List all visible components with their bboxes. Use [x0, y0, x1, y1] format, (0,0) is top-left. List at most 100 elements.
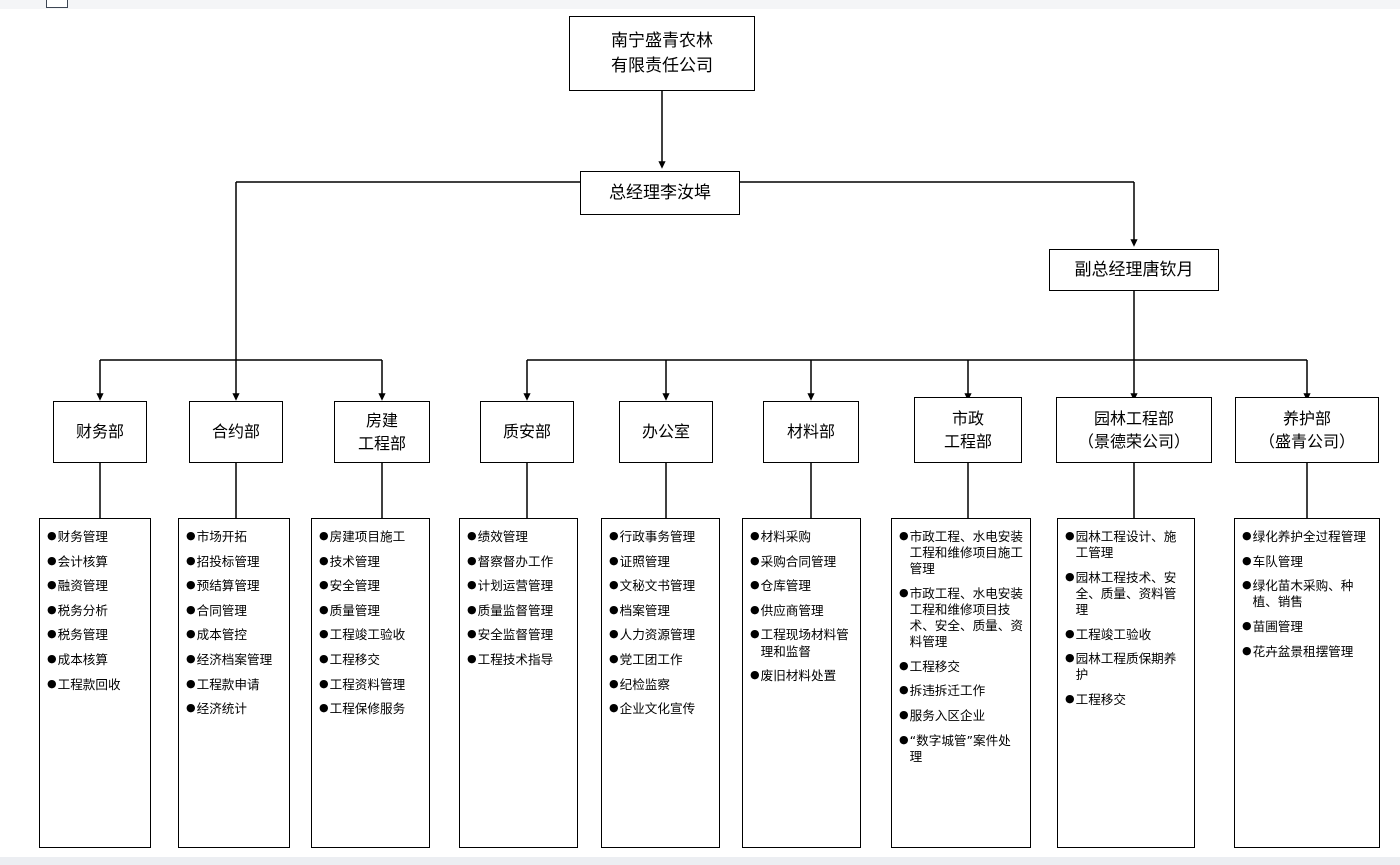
- bullet-icon: ●: [750, 529, 760, 542]
- duty-text: 苗圃管理: [1252, 618, 1303, 634]
- bullet-icon: ●: [1242, 578, 1252, 592]
- bullet-icon: ●: [319, 676, 329, 690]
- bullet-icon: ●: [186, 529, 196, 542]
- bullet-icon: ●: [467, 578, 477, 592]
- duty-panel-maintenance: ●绿化养护全过程管理●车队管理●绿化苗木采购、种植、销售●苗圃管理●花卉盆景租摆…: [1234, 518, 1380, 848]
- bullet-icon: ●: [609, 529, 619, 542]
- duty-item: ●计划运营管理: [467, 578, 570, 594]
- bullet-icon: ●: [1065, 569, 1075, 583]
- duty-text: 市场开拓: [196, 529, 247, 544]
- bullet-icon: ●: [47, 627, 57, 641]
- duty-text: 花卉盆景租摆管理: [1252, 643, 1354, 659]
- duty-text: 融资管理: [57, 578, 108, 594]
- duty-item: ●仓库管理: [750, 578, 853, 594]
- duty-text: 采购合同管理: [760, 553, 837, 569]
- bullet-icon: ●: [609, 652, 619, 666]
- duty-item: ●纪检监察: [609, 677, 712, 693]
- duty-item: ●园林工程设计、施工管理: [1065, 529, 1187, 561]
- duty-text: 档案管理: [619, 602, 670, 618]
- duty-panel-contract: ●市场开拓●招投标管理●预结算管理●合同管理●成本管控●经济档案管理●工程款申请…: [178, 518, 290, 848]
- bullet-icon: ●: [609, 602, 619, 616]
- duty-text: 证照管理: [619, 553, 670, 569]
- duty-item: ●税务分析: [47, 603, 143, 619]
- duty-item: ●质量管理: [319, 603, 422, 619]
- duty-panel-office: ●行政事务管理●证照管理●文秘文书管理●档案管理●人力资源管理●党工团工作●纪检…: [601, 518, 720, 848]
- duty-item: ●房建项目施工: [319, 529, 422, 545]
- department-node-quality-safety: 质安部: [480, 401, 574, 463]
- bullet-icon: ●: [899, 529, 909, 542]
- bullet-icon: ●: [47, 529, 57, 542]
- duty-text: 工程技术指导: [477, 652, 554, 668]
- duty-text: 供应商管理: [760, 602, 824, 618]
- duty-item: ●财务管理: [47, 529, 143, 545]
- duty-text: 绿化养护全过程管理: [1252, 529, 1366, 544]
- duty-text: 拆违拆迁工作: [909, 683, 986, 699]
- duty-text: 招投标管理: [196, 553, 260, 569]
- duty-text: 税务分析: [57, 602, 108, 618]
- department-title-line: 财务部: [75, 422, 124, 442]
- bullet-icon: ●: [47, 553, 57, 567]
- duty-text: 质量监督管理: [477, 602, 554, 618]
- duty-panel-municipal-engineering: ●市政工程、水电安装工程和维修项目施工管理●市政工程、水电安装工程和维修项目技术…: [891, 518, 1031, 848]
- duty-text: 仓库管理: [760, 578, 811, 594]
- duty-text: 文秘文书管理: [619, 578, 696, 594]
- duty-item: ●安全监督管理: [467, 627, 570, 643]
- bullet-icon: ●: [47, 578, 57, 592]
- duty-item: ●经济统计: [186, 701, 282, 717]
- duty-text: 市政工程、水电安装工程和维修项目施工管理: [909, 529, 1023, 577]
- duty-item: ●企业文化宣传: [609, 701, 712, 717]
- deputy-manager-node: 副总经理唐钦月: [1049, 249, 1219, 291]
- duty-item: ●融资管理: [47, 578, 143, 594]
- duty-text: 服务入区企业: [909, 707, 986, 723]
- duty-text: 绿化苗木采购、种植、销售: [1252, 578, 1354, 610]
- duty-item: ●经济档案管理: [186, 652, 282, 668]
- duty-text: 技术管理: [329, 553, 380, 569]
- department-title-line: 园林工程部: [1093, 408, 1174, 428]
- duty-text: 成本核算: [57, 652, 108, 668]
- window-top-strip: [0, 0, 1400, 9]
- department-title-line: 工程部: [943, 432, 992, 451]
- bullet-icon: ●: [186, 578, 196, 592]
- duty-item: ●工程保修服务: [319, 701, 422, 717]
- duty-text: 会计核算: [57, 553, 108, 569]
- duty-text: 安全管理: [329, 578, 380, 594]
- duty-item: ●党工团工作: [609, 652, 712, 668]
- duty-item: ●废旧材料处置: [750, 668, 853, 684]
- department-node-contract: 合约部: [189, 401, 283, 463]
- duty-item: ●成本核算: [47, 652, 143, 668]
- department-title-line: 合约部: [211, 422, 260, 442]
- bullet-icon: ●: [467, 553, 477, 567]
- bullet-icon: ●: [319, 627, 329, 641]
- bullet-icon: ●: [186, 602, 196, 616]
- bullet-icon: ●: [899, 585, 909, 599]
- duty-item: ●技术管理: [319, 554, 422, 570]
- duty-item: ●花卉盆景租摆管理: [1242, 644, 1372, 660]
- general-manager-label: 总经理李汝埠: [609, 182, 711, 203]
- duty-text: 工程款申请: [196, 676, 260, 692]
- duty-text: 工程移交: [909, 658, 960, 674]
- bullet-icon: ●: [750, 578, 760, 592]
- duty-text: 质量管理: [329, 602, 380, 618]
- duty-text: 纪检监察: [619, 676, 670, 692]
- window-bottom-strip: [0, 857, 1400, 865]
- duty-text: 财务管理: [57, 529, 108, 544]
- duty-text: 税务管理: [57, 627, 108, 643]
- bullet-icon: ●: [899, 732, 909, 746]
- duty-text: 房建项目施工: [329, 529, 406, 544]
- department-title-line: 市政: [951, 408, 984, 428]
- duty-item: ●市场开拓: [186, 529, 282, 545]
- duty-item: ●安全管理: [319, 578, 422, 594]
- deputy-manager-label: 副总经理唐钦月: [1074, 259, 1194, 280]
- duty-text: 行政事务管理: [619, 529, 696, 544]
- department-title-line: 材料部: [786, 422, 835, 442]
- duty-item: ●档案管理: [609, 603, 712, 619]
- bullet-icon: ●: [609, 701, 619, 715]
- bullet-icon: ●: [899, 707, 909, 721]
- bullet-icon: ●: [750, 553, 760, 567]
- duty-text: 经济统计: [196, 701, 247, 717]
- duty-item: ●工程资料管理: [319, 677, 422, 693]
- duty-item: ●绿化苗木采购、种植、销售: [1242, 578, 1372, 610]
- bullet-icon: ●: [47, 652, 57, 666]
- department-node-landscape-engineering: 园林工程部（景德荣公司）: [1056, 397, 1212, 463]
- duty-item: ●园林工程技术、安全、质量、资料管理: [1065, 570, 1187, 618]
